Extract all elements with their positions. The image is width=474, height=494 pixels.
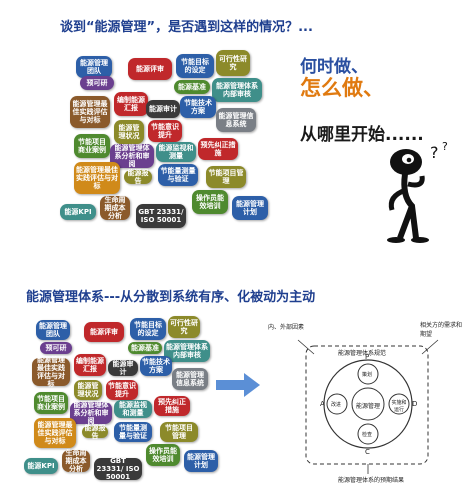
node-check: 检查 — [362, 432, 373, 438]
question-line-3: 从哪里开始...... — [300, 125, 424, 145]
tile: 节能技术方案 — [140, 356, 172, 376]
tile: 预可研 — [40, 342, 72, 354]
tile: 能源管理信息系统 — [216, 108, 256, 132]
tile: 预先纠正措施 — [198, 138, 238, 160]
tile: 能源管理状况 — [114, 120, 144, 144]
tile: 能源管理团队 — [36, 320, 70, 340]
outer-left-label: 内、外部因素 — [268, 324, 305, 331]
tile: 编制能源汇报 — [114, 92, 148, 116]
outer-right-label: 相关方的需求和期望 — [420, 322, 463, 338]
tile: 节能项目管理 — [160, 422, 198, 442]
tile: 能源基准 — [174, 80, 210, 94]
question-line-2: 怎么做、 — [300, 76, 384, 100]
tile: GBT 23331/ ISO 50001 — [136, 204, 186, 228]
bottom-result-label: 能源管理体系的预期结果 — [338, 477, 405, 484]
tile: 能源管理最佳实践评估与对标 — [34, 418, 76, 448]
tile: 能源管理最佳实践评估与对标 — [74, 162, 120, 194]
tile: 节能项目商业案例 — [34, 392, 68, 414]
tile: 能源管理状况 — [74, 380, 102, 400]
tile: GBT 23331/ ISO 50001 — [94, 457, 142, 481]
node-act: 改进 — [331, 402, 342, 408]
tile: 能源管理团队 — [76, 56, 112, 78]
node-do: 实施和运行 — [391, 400, 407, 413]
tile: 能源管理最佳实践评估与对标 — [70, 96, 110, 128]
tile: 能源审计 — [146, 100, 180, 118]
system-label: 能源管理体系规范 — [338, 350, 387, 357]
tile: 节能项目管理 — [206, 166, 246, 188]
tile: 能源审计 — [108, 360, 138, 376]
tile: 可行性研究 — [168, 316, 200, 338]
node-plan: 策划 — [362, 372, 373, 378]
tile: 预先纠正措施 — [154, 396, 190, 416]
tile: 能源管理体系内部审核 — [212, 78, 262, 102]
tile: 节能意识提升 — [148, 120, 182, 142]
tile: 能源管理体系分析和审阅 — [70, 401, 112, 425]
tile: 生命周期成本分析 — [62, 449, 90, 473]
tile: 能源KPI — [60, 204, 96, 220]
tile: 能源基准 — [128, 342, 162, 354]
tile: 节能意识提升 — [106, 380, 138, 400]
tile: 能源监视和测量 — [156, 142, 196, 162]
tile: 能源管理计划 — [232, 196, 268, 220]
top-collage: 能源管理团队 能源评审 节能目标的设定 可行性研究 预可研 能源基准 能源管理体… — [52, 44, 282, 228]
tile: 能源报告 — [82, 424, 108, 440]
tile: 能源报告 — [124, 169, 152, 185]
top-title: 谈到“能源管理”，是否遇到这样的情况？... — [60, 20, 313, 35]
pdca-p: P — [365, 353, 370, 361]
svg-text:?: ? — [430, 143, 439, 162]
tile: 节能量测量与验证 — [114, 422, 152, 442]
tile: 能源评审 — [128, 58, 172, 80]
pdca-a: A — [320, 400, 325, 408]
tile: 可行性研究 — [216, 50, 250, 76]
question-line-1: 何时做、 — [300, 57, 368, 77]
tile: 操作员能效培训 — [146, 444, 180, 466]
pdca-d: D — [412, 400, 418, 408]
tile: 节能目标的设定 — [130, 318, 166, 340]
tile: 编制能源汇报 — [74, 354, 106, 376]
tile: 能源管理体系内部审核 — [164, 340, 210, 362]
tile: 节能项目商业案例 — [74, 134, 110, 158]
thinking-figure-icon: ? ? — [387, 140, 448, 243]
svg-text:?: ? — [442, 140, 448, 153]
bottom-collage: 能源管理团队 能源评审 节能目标的设定 可行性研究 预可研 能源基准 能源管理体… — [22, 312, 222, 482]
tile: 能源管理最佳实践评估与对标 — [32, 356, 70, 388]
pdca-diagram: 内、外部因素 相关方的需求和期望 能源管理体系规范 P D C A 能源管理 策… — [268, 318, 468, 488]
tile: 生命周期成本分析 — [100, 196, 130, 220]
center-label: 能源管理 — [356, 403, 381, 410]
bottom-title: 能源管理体系---从分散到系统有序、化被动为主动 — [26, 290, 316, 305]
tile: 节能目标的设定 — [176, 54, 214, 78]
tile: 能源KPI — [24, 458, 58, 474]
pdca-c: C — [365, 448, 370, 456]
arrow-right-icon — [216, 373, 260, 397]
tile: 能源管理计划 — [184, 450, 218, 472]
tile: 能源管理信息系统 — [172, 368, 208, 390]
tile: 预可研 — [80, 76, 114, 90]
tile: 能源评审 — [84, 322, 124, 342]
tile: 节能技术方案 — [180, 96, 216, 118]
tile: 能源监视和测量 — [114, 400, 152, 418]
tile: 操作员能效培训 — [192, 190, 228, 214]
tile: 节能量测量与验证 — [158, 164, 198, 186]
